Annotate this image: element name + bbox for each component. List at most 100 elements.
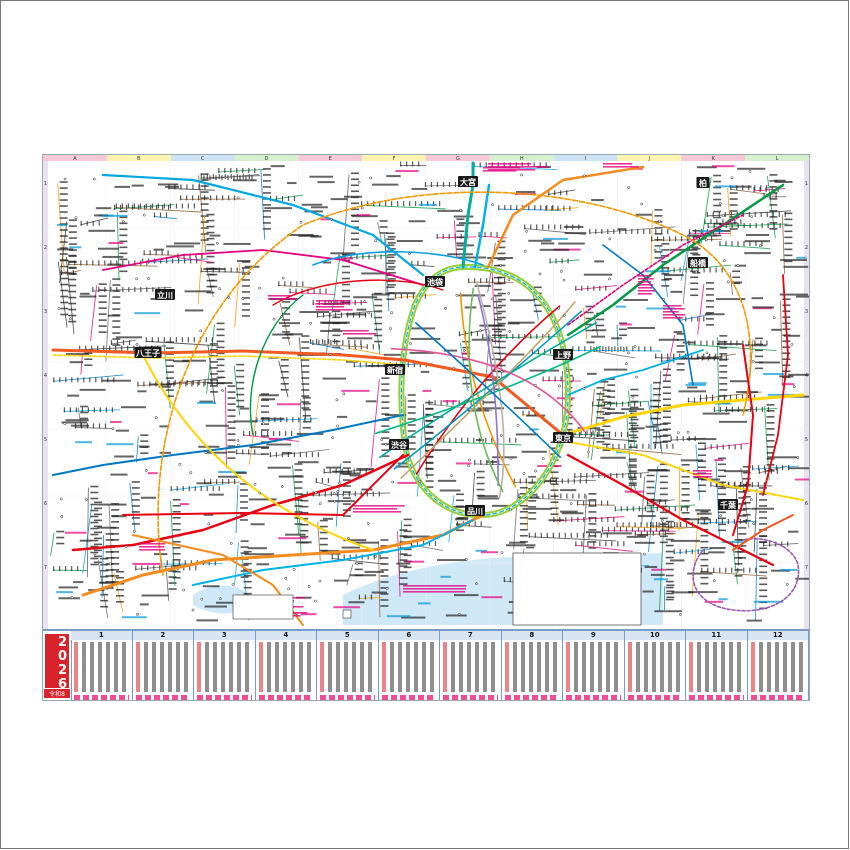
station-badge-shinagawa: 品川 [465, 505, 485, 516]
calendar-holiday-notes [74, 695, 129, 700]
calendar-month-number: 7 [440, 631, 501, 640]
station-badge-kashiwa: 柏 [696, 177, 710, 188]
calendar-month-6: 6 [378, 631, 440, 700]
station-name-ikebukuro: 池袋 [427, 277, 444, 287]
calendar-month-4: 4 [255, 631, 317, 700]
calendar-month-number: 2 [132, 631, 193, 640]
calendar-month-8: 8 [501, 631, 563, 700]
column-letter-K: K [712, 156, 716, 162]
station-badge-shibuya: 渋谷 [389, 439, 409, 450]
calendar-month-number: 11 [686, 631, 747, 640]
row-number-2-L: 2 [44, 245, 47, 251]
calendar-month-1: 1 [71, 631, 133, 700]
calendar-month-9: 9 [563, 631, 625, 700]
calendar-month-number: 6 [378, 631, 439, 640]
row-number-5-R: 5 [805, 437, 808, 443]
calendar-day-grid [258, 642, 313, 692]
blank-note-box [512, 552, 642, 626]
calendar-month-5: 5 [317, 631, 379, 700]
station-badge-chiba: 千葉 [718, 499, 738, 510]
column-letter-J: J [648, 156, 650, 162]
station-badge-tokyo: 東京 [553, 432, 573, 443]
column-letter-D: D [264, 156, 268, 162]
map-legend-box [232, 594, 294, 620]
column-letter-A: A [73, 156, 77, 162]
row-number-6-L: 6 [44, 501, 47, 507]
calendar-day-grid [135, 642, 190, 692]
calendar-month-2: 2 [132, 631, 194, 700]
station-name-ueno: 上野 [555, 350, 571, 360]
calendar-month-10: 10 [624, 631, 686, 700]
row-number-7-L: 7 [44, 565, 47, 571]
station-name-chiba: 千葉 [720, 500, 737, 510]
column-letter-I: I [585, 156, 586, 162]
calendar-holiday-notes [320, 695, 375, 700]
station-badge-ueno: 上野 [553, 349, 573, 360]
text-labels [139, 163, 713, 620]
row-number-3-L: 3 [44, 309, 47, 315]
station-name-funabashi: 船橋 [690, 258, 707, 268]
calendar-day-grid [504, 642, 559, 692]
calendar-day-grid [566, 642, 621, 692]
calendar-day-grid [320, 642, 375, 692]
station-name-shibuya: 渋谷 [391, 440, 408, 450]
column-letter-C: C [201, 156, 205, 162]
calendar-holiday-notes [258, 695, 313, 700]
calendar-month-7: 7 [440, 631, 502, 700]
station-name-shinagawa: 品川 [467, 507, 483, 516]
calendar-day-grid [627, 642, 682, 692]
row-number-3-R: 3 [805, 309, 808, 315]
calendar-month-3: 3 [194, 631, 256, 700]
calendar-day-grid [443, 642, 498, 692]
calendar-day-grid [689, 642, 744, 692]
calendar-holiday-notes [381, 695, 436, 700]
calendar-day-grid [750, 642, 805, 692]
calendar-holiday-notes [627, 695, 682, 700]
calendar-era: 令和8 [44, 689, 70, 698]
calendar-month-number: 4 [255, 631, 316, 640]
column-letter-B: B [137, 156, 141, 162]
major-railway-lines [51, 161, 805, 626]
calendar-month-number: 3 [194, 631, 255, 640]
station-name-tokyo: 東京 [555, 433, 571, 443]
station-badge-omiya: 大宮 [458, 176, 478, 187]
station-name-shinjuku: 新宿 [387, 365, 403, 375]
column-letter-G: G [456, 156, 460, 162]
calendar-holiday-notes [197, 695, 252, 700]
calendar-holiday-notes [750, 695, 805, 700]
station-name-tachikawa: 立川 [157, 290, 173, 300]
calendar-day-grid [74, 642, 129, 692]
calendar-holiday-notes [566, 695, 621, 700]
calendar-holiday-notes [504, 695, 559, 700]
column-letter-F: F [393, 156, 396, 162]
calendar-month-11: 11 [686, 631, 748, 700]
row-number-1-R: 1 [805, 181, 808, 187]
calendar-holiday-notes [689, 695, 744, 700]
station-name-kashiwa: 柏 [699, 178, 707, 188]
calendar-month-number: 10 [624, 631, 685, 640]
row-number-4-R: 4 [805, 373, 808, 379]
calendar-holiday-notes [135, 695, 190, 700]
column-letter-H: H [520, 156, 524, 162]
row-number-1-L: 1 [44, 181, 47, 187]
row-number-4-L: 4 [44, 373, 47, 379]
column-letter-E: E [329, 156, 332, 162]
row-number-5-L: 5 [44, 437, 47, 443]
calendar-month-number: 9 [563, 631, 624, 640]
station-name-hachioji: 八王子 [135, 349, 160, 358]
calendar-day-grid [381, 642, 436, 692]
calendar-year-panel: 2026 令和8 [43, 631, 72, 700]
calendar-month-number: 5 [317, 631, 378, 640]
station-name-omiya: 大宮 [460, 177, 476, 187]
row-number-7-R: 7 [805, 565, 808, 571]
station-badge-shinjuku: 新宿 [385, 364, 405, 375]
calendar-day-grid [197, 642, 252, 692]
station-badge-hachioji: 八王子 [134, 347, 162, 358]
station-markers [57, 170, 800, 616]
